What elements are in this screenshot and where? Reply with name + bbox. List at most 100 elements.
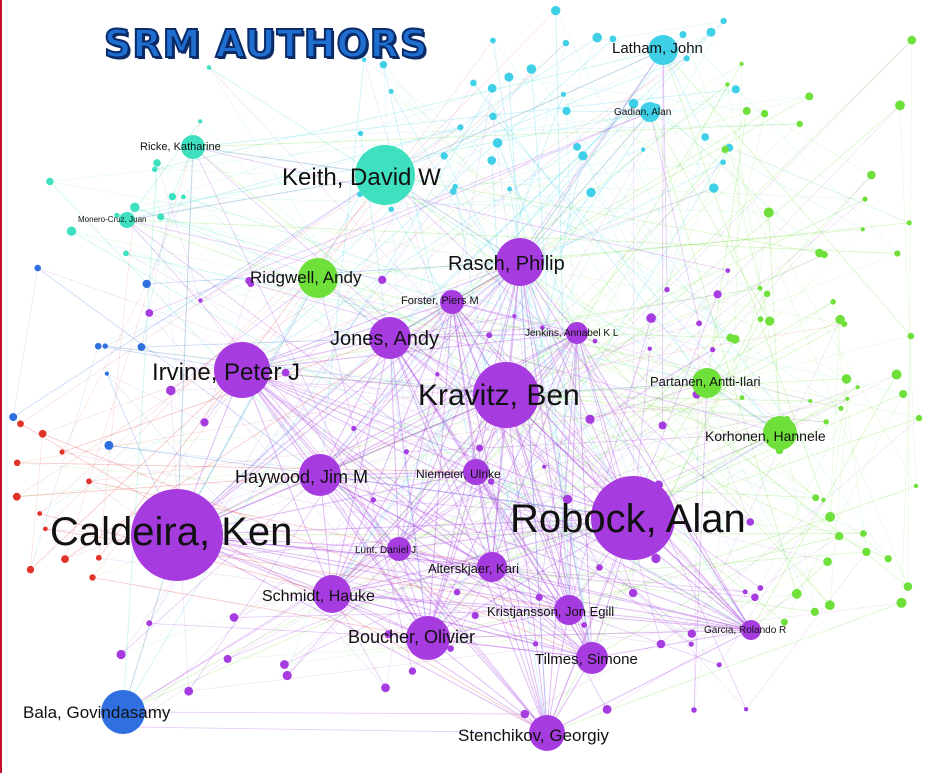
minor-node	[629, 589, 637, 597]
minor-node	[895, 100, 905, 110]
minor-node	[389, 207, 394, 212]
edge	[656, 108, 824, 255]
edge	[566, 38, 597, 111]
minor-node	[648, 347, 652, 351]
minor-node	[153, 159, 161, 167]
minor-node	[60, 449, 65, 454]
minor-node	[86, 478, 92, 484]
author-label-gadian: Gadian, Alan	[614, 107, 671, 118]
minor-node	[181, 195, 186, 200]
minor-node	[696, 320, 702, 326]
minor-node	[117, 650, 126, 659]
author-label-rasch: Rasch, Philip	[448, 253, 565, 275]
minor-node	[573, 143, 581, 151]
minor-node	[470, 80, 477, 87]
edge	[908, 40, 912, 587]
minor-node	[894, 250, 900, 256]
minor-node	[536, 594, 543, 601]
minor-node	[722, 146, 729, 153]
minor-node	[592, 33, 602, 43]
minor-node	[709, 183, 718, 192]
minor-node	[457, 124, 463, 130]
minor-node	[512, 314, 516, 318]
minor-node	[9, 413, 17, 421]
minor-node	[758, 585, 764, 591]
minor-node	[680, 31, 687, 38]
minor-node	[688, 630, 696, 638]
minor-node	[43, 527, 48, 532]
author-label-kravitz: Kravitz, Ben	[418, 379, 580, 412]
minor-node	[725, 268, 730, 273]
minor-node	[280, 660, 289, 669]
minor-node	[527, 64, 537, 74]
minor-node	[907, 220, 912, 225]
minor-node	[916, 415, 922, 421]
minor-node	[123, 251, 129, 257]
minor-node	[721, 18, 727, 24]
minor-node	[409, 667, 416, 674]
minor-node	[836, 315, 845, 324]
minor-node	[908, 333, 915, 340]
minor-node	[731, 335, 740, 344]
minor-node	[61, 555, 69, 563]
minor-node	[404, 449, 409, 454]
author-label-ricke: Ricke, Katharine	[140, 141, 221, 153]
minor-node	[861, 227, 865, 231]
edge	[902, 336, 911, 603]
edge	[683, 35, 897, 254]
minor-node	[830, 299, 836, 305]
minor-node	[838, 406, 843, 411]
minor-node	[453, 184, 458, 189]
minor-node	[371, 497, 376, 502]
minor-node	[533, 641, 538, 646]
author-label-kristjansson: Kristjansson, Jon Egill	[487, 604, 614, 619]
author-label-korhonen: Korhonen, Hannele	[705, 428, 826, 444]
minor-node	[169, 193, 176, 200]
minor-node	[651, 554, 660, 563]
minor-node	[351, 426, 356, 431]
edge	[123, 163, 157, 712]
minor-node	[717, 662, 722, 667]
left-border	[0, 0, 2, 773]
minor-node	[824, 419, 829, 424]
minor-node	[689, 642, 694, 647]
author-label-stenchikov: Stenchikov, Georgiy	[458, 726, 609, 745]
minor-node	[664, 287, 669, 292]
minor-node	[358, 131, 363, 136]
minor-node	[603, 705, 612, 714]
minor-node	[914, 484, 918, 488]
author-label-schmidt: Schmidt, Hauke	[262, 588, 375, 605]
author-label-tilmes: Tilmes, Simone	[535, 651, 638, 668]
minor-node	[862, 197, 867, 202]
minor-node	[476, 445, 483, 452]
minor-node	[758, 316, 764, 322]
minor-node	[596, 564, 603, 571]
minor-node	[641, 147, 645, 151]
author-label-partanen: Partanen, Antti-Ilari	[650, 374, 761, 389]
minor-node	[104, 441, 113, 450]
figure-title: SRM AUTHORS	[104, 22, 428, 66]
minor-node	[758, 286, 763, 291]
minor-node	[521, 710, 530, 719]
minor-node	[593, 339, 598, 344]
minor-node	[166, 386, 176, 396]
minor-node	[562, 107, 570, 115]
minor-node	[764, 208, 774, 218]
author-label-haywood: Haywood, Jim M	[235, 467, 368, 487]
minor-node	[13, 493, 21, 501]
minor-node	[389, 89, 394, 94]
minor-node	[823, 557, 832, 566]
minor-node	[34, 265, 41, 272]
minor-node	[14, 460, 21, 467]
minor-node	[490, 38, 496, 44]
minor-node	[659, 422, 667, 430]
minor-node	[761, 110, 768, 117]
minor-node	[224, 655, 232, 663]
minor-node	[743, 589, 748, 594]
minor-node	[472, 612, 479, 619]
minor-node	[551, 6, 560, 15]
minor-node	[184, 687, 193, 696]
minor-node	[764, 291, 771, 298]
